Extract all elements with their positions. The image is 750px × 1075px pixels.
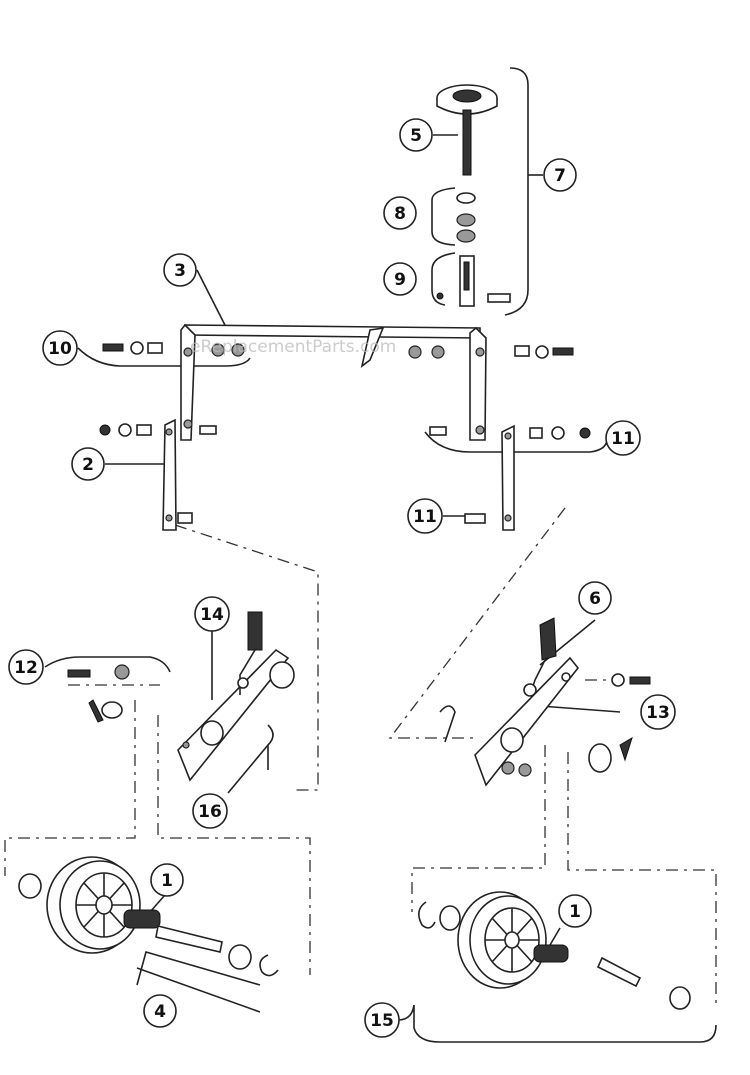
callout-14: 14 bbox=[194, 596, 230, 632]
callout-2: 2 bbox=[71, 447, 105, 481]
callout-2-label: 2 bbox=[82, 455, 94, 475]
callout-10-label: 10 bbox=[48, 339, 72, 359]
right-wheel bbox=[418, 891, 691, 1010]
callout-9: 9 bbox=[383, 262, 417, 296]
left-bracket-arm bbox=[99, 418, 217, 531]
right-spring bbox=[529, 617, 557, 696]
nut-washer-stack bbox=[456, 192, 476, 243]
hardware-left-row bbox=[102, 341, 245, 357]
watermark-text: eReplacementParts.com bbox=[190, 337, 396, 357]
callout-7-label: 7 bbox=[554, 166, 566, 186]
callout-11-upper: 11 bbox=[605, 420, 641, 456]
callout-3-label: 3 bbox=[174, 261, 186, 281]
callout-6-label: 6 bbox=[589, 589, 601, 609]
callout-10: 10 bbox=[42, 330, 78, 366]
callout-1-left-label: 1 bbox=[161, 871, 173, 891]
callout-14-label: 14 bbox=[200, 605, 224, 625]
callout-3: 3 bbox=[163, 253, 197, 287]
callout-16-label: 16 bbox=[198, 802, 222, 822]
callout-12: 12 bbox=[8, 649, 44, 685]
callout-8: 8 bbox=[383, 196, 417, 230]
callout-4-label: 4 bbox=[154, 1002, 166, 1022]
callout-12-label: 12 bbox=[14, 658, 38, 678]
callout-11-lower-label: 11 bbox=[413, 507, 437, 527]
callout-1-right-label: 1 bbox=[569, 902, 581, 922]
callout-9-label: 9 bbox=[394, 270, 406, 290]
leader-lines bbox=[44, 67, 717, 1043]
hardware-right-row bbox=[408, 345, 574, 359]
callout-7: 7 bbox=[543, 158, 577, 192]
left-wheel bbox=[18, 856, 279, 977]
right-bracket-arm bbox=[429, 424, 591, 531]
callout-16: 16 bbox=[192, 793, 228, 829]
callout-5-label: 5 bbox=[410, 126, 422, 146]
callout-15-label: 15 bbox=[370, 1011, 394, 1031]
callout-4: 4 bbox=[143, 994, 177, 1028]
callout-1-right: 1 bbox=[558, 894, 592, 928]
callout-5: 5 bbox=[399, 118, 433, 152]
callout-1-left: 1 bbox=[150, 863, 184, 897]
callout-13: 13 bbox=[640, 694, 676, 730]
adjustment-knob bbox=[436, 84, 498, 176]
left-wheel-carrier bbox=[177, 611, 295, 782]
right-wheel-carrier bbox=[439, 656, 651, 787]
callout-11-lower: 11 bbox=[407, 498, 443, 534]
callout-8-label: 8 bbox=[394, 204, 406, 224]
callout-11-upper-label: 11 bbox=[611, 429, 635, 449]
callout-15: 15 bbox=[364, 1002, 400, 1038]
callout-13-label: 13 bbox=[646, 703, 670, 723]
height-bracket bbox=[436, 255, 511, 307]
left-carrier-hardware bbox=[67, 664, 130, 723]
callout-6: 6 bbox=[578, 581, 612, 615]
main-axle-bar bbox=[180, 323, 487, 441]
